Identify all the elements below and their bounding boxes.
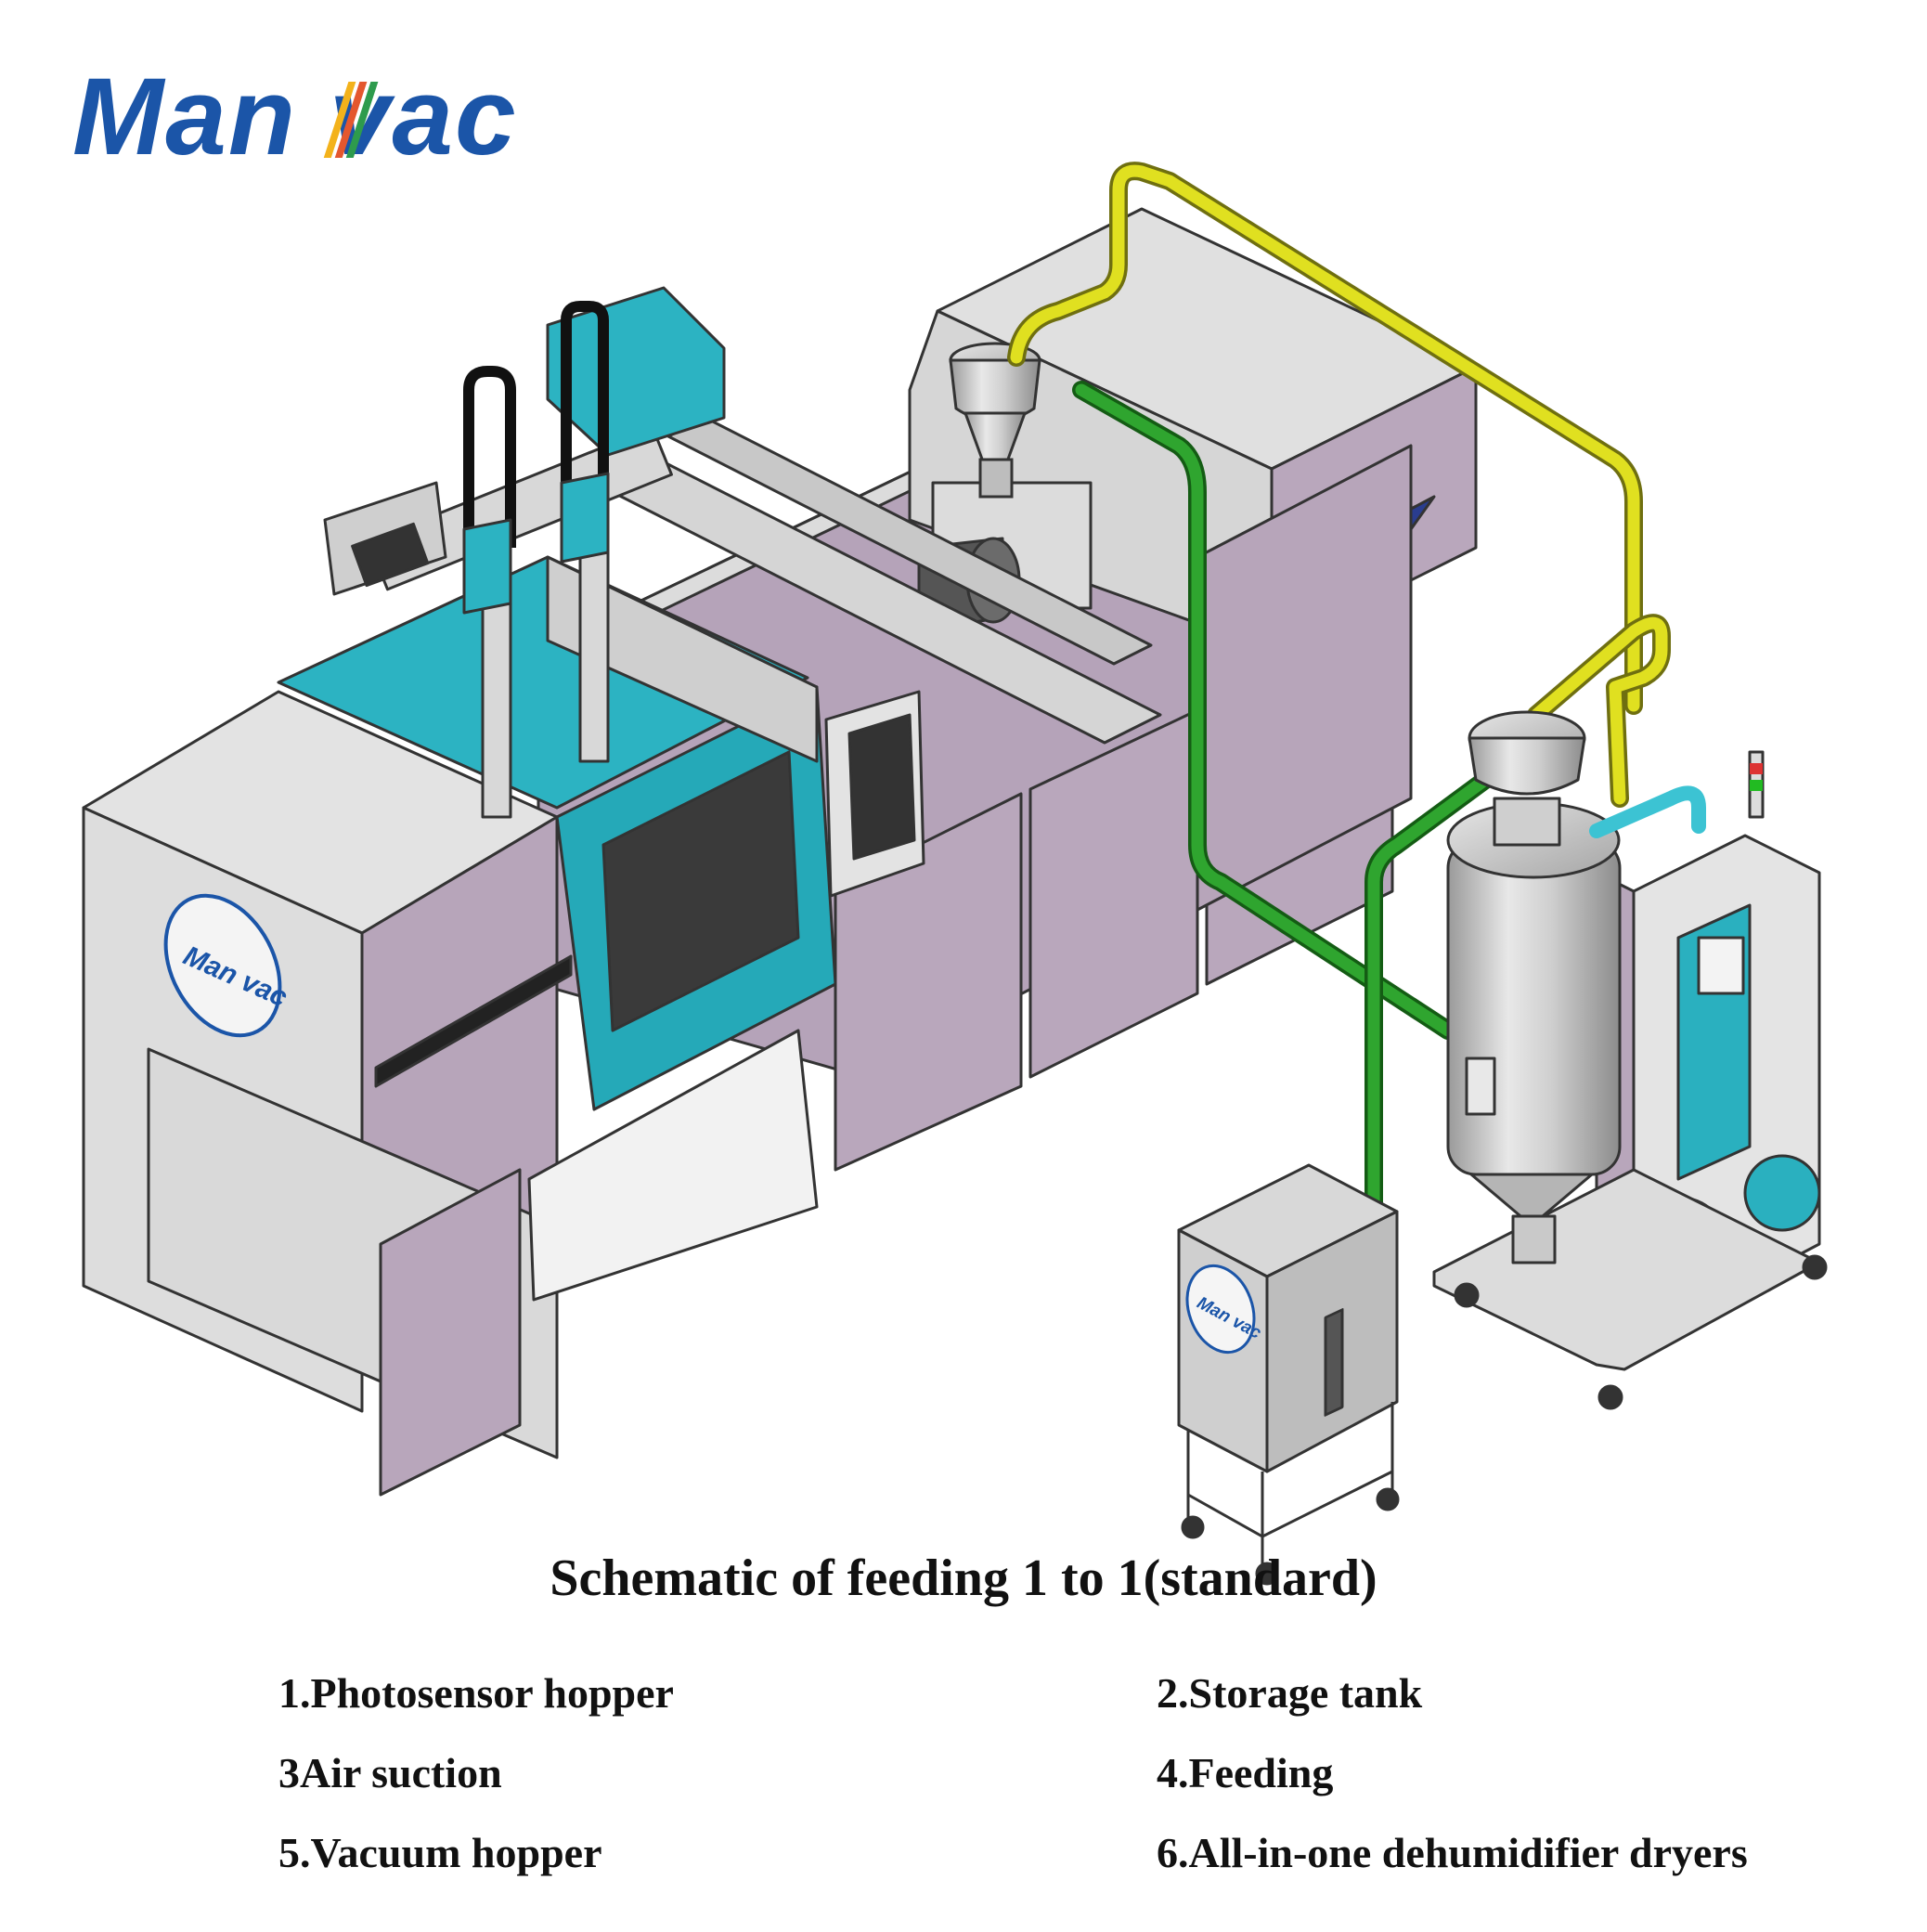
drying-tank-bottom (1469, 1173, 1594, 1227)
feeding-pipe (1072, 381, 1494, 1225)
storage-tank-logo: Man vac (1185, 1264, 1264, 1355)
dehumidifier-dryer (1432, 710, 1828, 1410)
door-screen (847, 713, 916, 861)
dryer-screen (1697, 936, 1745, 995)
robot-gripper-block (351, 522, 430, 588)
logo-stripes (323, 82, 379, 158)
robot-slider-2 (560, 472, 610, 564)
door-opening (527, 1029, 819, 1302)
legend-item-feeding: 4.Feeding (1157, 1749, 1334, 1796)
machine-logo-badge: Man vac (163, 893, 292, 1038)
dryer-fan-2 (1743, 1154, 1821, 1232)
legend-item-air-suction: 3Air suction (278, 1749, 502, 1796)
robot-motor (546, 286, 726, 457)
robot-slider-1 (462, 518, 512, 615)
legend-item-vacuum-hopper: 5.Vacuum hopper (278, 1829, 602, 1876)
legend-item-photosensor-hopper: 1.Photosensor hopper (278, 1669, 674, 1717)
vacuum-hopper-body (1468, 736, 1586, 796)
dryer-base-frame (1432, 1168, 1821, 1371)
brand-logo-text: Man vac (72, 74, 518, 167)
robot-cable-1 (463, 366, 516, 548)
brand-logo: Man vac (72, 74, 518, 167)
dryer-return-pipe (1589, 785, 1706, 838)
storage-tank-gauge (1324, 1308, 1344, 1417)
robot-cable-2 (561, 301, 609, 483)
diagram-title: Schematic of feeding 1 to 1(standard) (550, 1549, 1377, 1607)
storage-tank-outlet (1511, 1214, 1557, 1264)
base-panel-left (379, 1168, 522, 1497)
clamp-handle-bar (374, 954, 573, 1088)
drying-tank-window (1465, 1057, 1496, 1116)
mold-area (546, 555, 819, 763)
drying-tank-body (1446, 838, 1622, 1176)
legend-item-storage-tank: 2.Storage tank (1157, 1669, 1423, 1717)
lower-panel-2 (1028, 708, 1199, 1079)
safety-door-window (601, 750, 800, 1032)
legend-item-dehumidifier-dryers: 6.All-in-one dehumidifier dryers (1157, 1829, 1748, 1876)
photosensor-hopper (949, 342, 1041, 499)
vacuum-hopper-neck (1493, 797, 1561, 847)
storage-tank (1177, 1163, 1400, 1586)
air-suction-pipe (1007, 162, 1671, 808)
lower-panel-1 (834, 792, 1023, 1172)
